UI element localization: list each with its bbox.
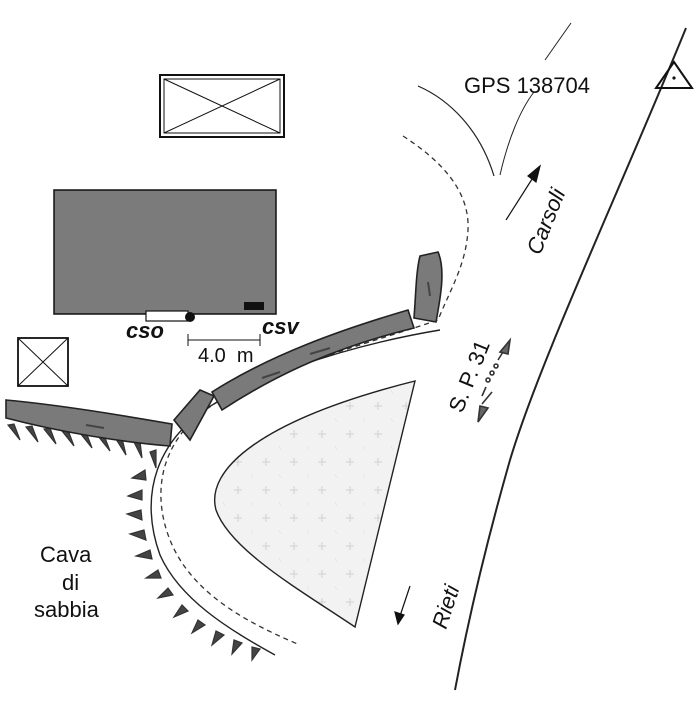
arrow-up-right-icon (505, 164, 542, 221)
quarry-label-line3: sabbia (34, 597, 100, 622)
wall-texture (85, 281, 431, 429)
crossed-box-icon (159, 74, 285, 138)
cso-label: cso (126, 318, 164, 343)
bidirectional-arrow-icon (477, 337, 512, 423)
gps-leader-line (499, 91, 535, 176)
road-label: S. P. 31 (443, 337, 494, 416)
road-branch-line (544, 22, 572, 61)
arrow-down-icon (394, 585, 411, 626)
carsoli-label: Carsoli (521, 184, 570, 258)
distance-measure (187, 334, 261, 346)
road-edge-outer (454, 27, 687, 691)
rieti-label: Rieti (427, 581, 465, 632)
main-building (53, 189, 277, 315)
road-curve-edge (150, 329, 441, 656)
road-edge-inner-top (417, 85, 495, 177)
csv-instrument (244, 302, 264, 310)
field-area (214, 380, 416, 629)
distance-label: 4.0 m (198, 345, 254, 367)
crossed-box-icon (17, 337, 69, 387)
dashed-track (160, 135, 469, 646)
gps-label: GPS 138704 (464, 73, 590, 98)
quarry-label-line2: di (62, 570, 79, 595)
triangle-dot-icon (654, 60, 694, 89)
quarry-label-line1: Cava (40, 542, 92, 567)
csv-label: csv (262, 314, 300, 339)
cso-sensor-dot (185, 312, 195, 322)
stone-wall (5, 251, 443, 447)
